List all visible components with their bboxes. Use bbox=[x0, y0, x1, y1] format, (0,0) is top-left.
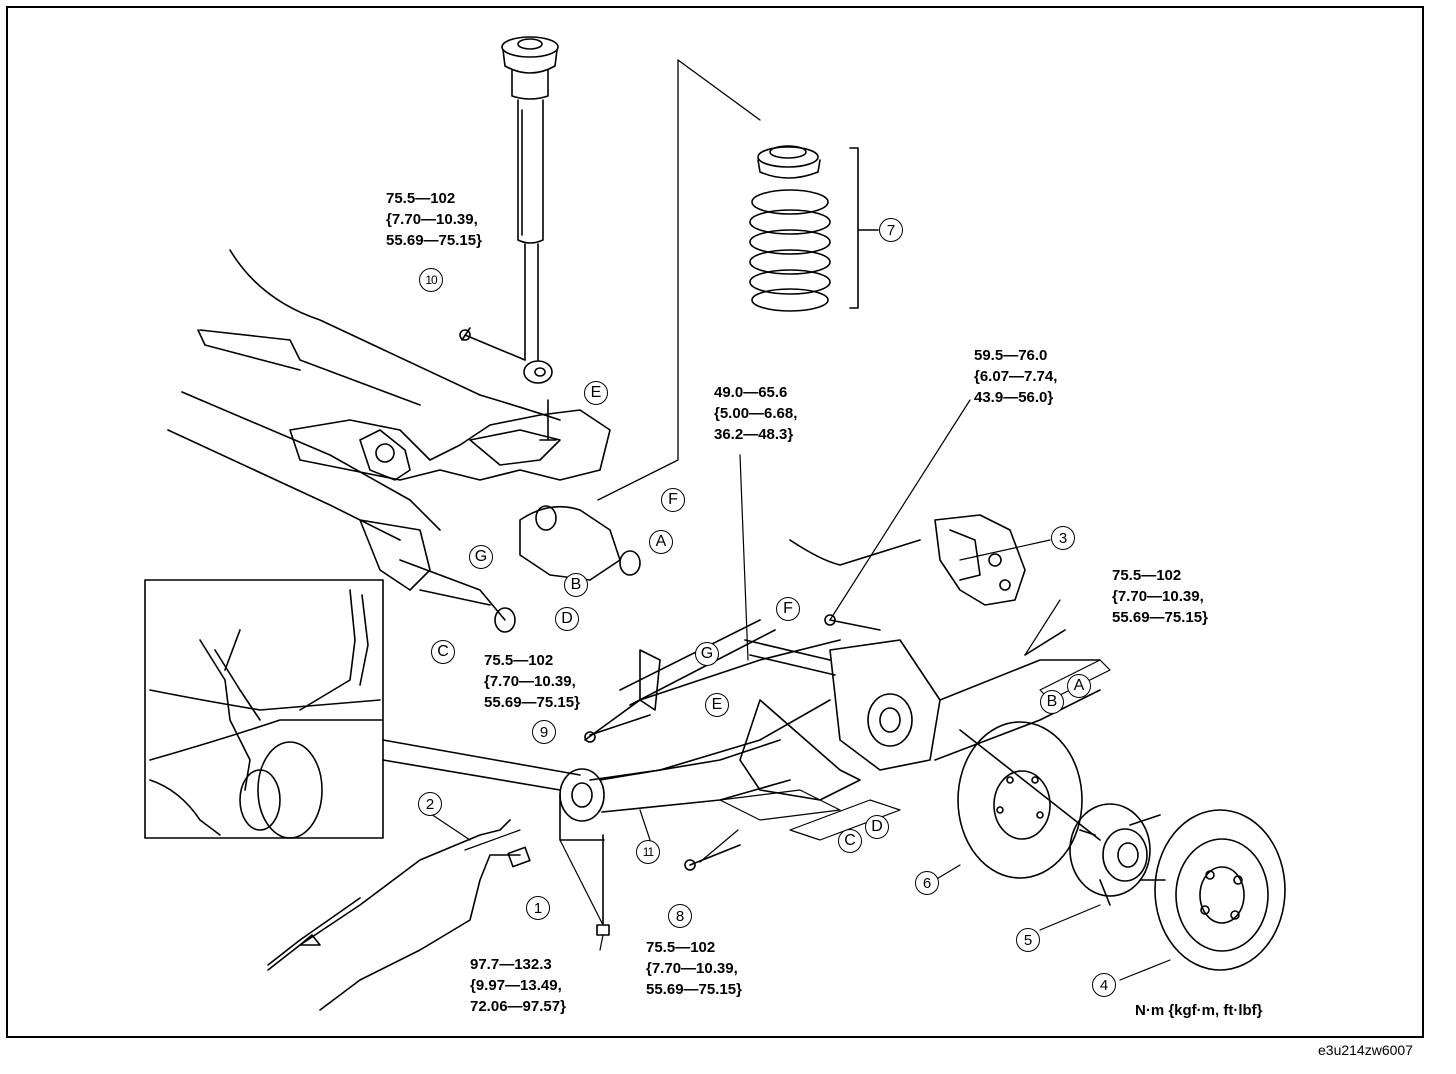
letter-g-upper: G bbox=[469, 545, 493, 569]
letter-c-lower: C bbox=[838, 829, 862, 853]
callout-7: 7 bbox=[879, 218, 903, 242]
bolts bbox=[459, 327, 1066, 936]
torque-caliper: 59.5—76.0 {6.07—7.74, 43.9—56.0} bbox=[974, 347, 1058, 406]
coil-spring bbox=[749, 145, 879, 312]
callout-1: 1 bbox=[526, 896, 550, 920]
leader-lines bbox=[424, 399, 1171, 981]
torque-units-label: N·m {kgf·m, ft·lbf} bbox=[1135, 1002, 1263, 1019]
torque-bolt-8: 75.5—102 {7.70—10.39, 55.69—75.15} bbox=[646, 939, 742, 998]
dust-shield bbox=[957, 721, 1101, 879]
brake-disc bbox=[1154, 809, 1286, 971]
inset-detail bbox=[144, 579, 581, 839]
wheel-hub bbox=[1069, 803, 1166, 906]
lateral-links bbox=[584, 539, 1101, 801]
torque-trailing-link: 49.0—65.6 {5.00—6.68, 36.2—48.3} bbox=[714, 384, 798, 443]
callout-6: 6 bbox=[915, 871, 939, 895]
callout-2: 2 bbox=[418, 792, 442, 816]
callout-4: 4 bbox=[1092, 973, 1116, 997]
letter-b-upper: B bbox=[564, 573, 588, 597]
callout-5: 5 bbox=[1016, 928, 1040, 952]
diagram-frame bbox=[6, 6, 1424, 1038]
brake-caliper bbox=[934, 514, 1026, 606]
letter-e-lower: E bbox=[705, 693, 729, 717]
letter-a-upper: A bbox=[649, 530, 673, 554]
callout-9: 9 bbox=[532, 720, 556, 744]
torque-bolt-front: 97.7—132.3 {9.97—13.49, 72.06—97.57} bbox=[470, 956, 566, 1015]
callout-10: 10 bbox=[419, 268, 443, 292]
callout-8: 8 bbox=[668, 904, 692, 928]
shock-absorber bbox=[501, 36, 559, 384]
letter-e-upper: E bbox=[584, 381, 608, 405]
torque-shock-lower: 75.5—102 {7.70—10.39, 55.69—75.15} bbox=[386, 190, 482, 249]
callout-3: 3 bbox=[1051, 526, 1075, 550]
letter-g-lower: G bbox=[695, 642, 719, 666]
letter-a-lower: A bbox=[1067, 674, 1091, 698]
rear-crossmember bbox=[167, 249, 641, 633]
letter-f-lower: F bbox=[776, 597, 800, 621]
abs-sensor-wiring bbox=[267, 819, 531, 1011]
torque-lateral-link-c: 75.5—102 {7.70—10.39, 55.69—75.15} bbox=[484, 652, 580, 711]
letter-b-lower: B bbox=[1040, 690, 1064, 714]
trailing-arm bbox=[559, 739, 791, 841]
letter-d-lower: D bbox=[865, 815, 889, 839]
letter-d-upper: D bbox=[555, 607, 579, 631]
letter-c-upper: C bbox=[431, 640, 455, 664]
torque-lateral-link-a: 75.5—102 {7.70—10.39, 55.69—75.15} bbox=[1112, 567, 1208, 626]
letter-f-upper: F bbox=[661, 488, 685, 512]
callout-11: 11 bbox=[636, 840, 660, 864]
figure-id: e3u214zw6007 bbox=[1318, 1042, 1413, 1058]
reference-planes bbox=[719, 659, 1111, 841]
